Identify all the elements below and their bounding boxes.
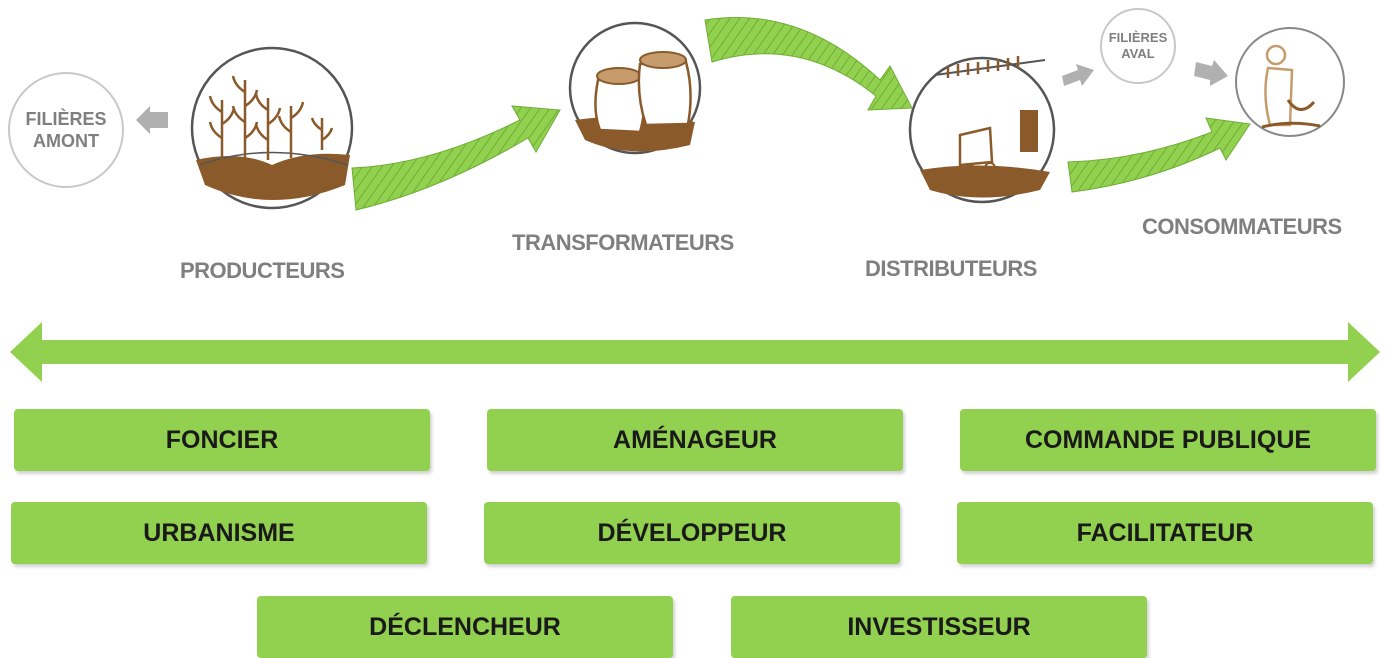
upstream-line2: AMONT: [32, 131, 99, 151]
role-developpeur: DÉVELOPPEUR: [484, 502, 900, 564]
role-declencheur: DÉCLENCHEUR: [257, 596, 673, 658]
downstream-line1: FILIÈRES: [1108, 30, 1168, 45]
stage-label-consumers: CONSOMMATEURS: [1142, 214, 1342, 239]
flow-arrow-transformers-distributors: [704, 17, 913, 111]
role-urbanisme: URBANISME: [11, 502, 427, 564]
role-investisseur: INVESTISSEUR: [731, 596, 1147, 658]
stage-label-transformers: TRANSFORMATEURS: [512, 230, 734, 255]
role-facilitateur: FACILITATEUR: [957, 502, 1373, 564]
producers-field-icon: [190, 46, 354, 210]
consumer-person-icon: [1235, 27, 1345, 137]
stage-label-producers: PRODUCTEURS: [180, 258, 345, 283]
role-foncier: FONCIER: [14, 409, 430, 471]
downstream-line2: AVAL: [1121, 46, 1155, 61]
grain-sacks-icon: [568, 21, 702, 155]
arrow-left-upstream-icon: [136, 106, 168, 134]
truck-warehouse-icon: [908, 56, 1056, 204]
arrow-right-downstream-icon: [1062, 64, 1094, 86]
role-commande-publique: COMMANDE PUBLIQUE: [960, 409, 1376, 471]
flow-arrow-producers-transformers: [351, 105, 561, 211]
flow-arrow-distributors-consumers: [1067, 117, 1251, 193]
arrow-right-consumer-icon: [1194, 60, 1228, 86]
double-arrow-icon: [10, 322, 1380, 382]
downstream-chains-circle: FILIÈRES AVAL: [1100, 8, 1176, 84]
stage-label-distributors: DISTRIBUTEURS: [865, 256, 1037, 281]
upstream-chains-circle: FILIÈRES AMONT: [8, 72, 124, 188]
upstream-line1: FILIÈRES: [25, 109, 107, 129]
role-amenageur: AMÉNAGEUR: [487, 409, 903, 471]
